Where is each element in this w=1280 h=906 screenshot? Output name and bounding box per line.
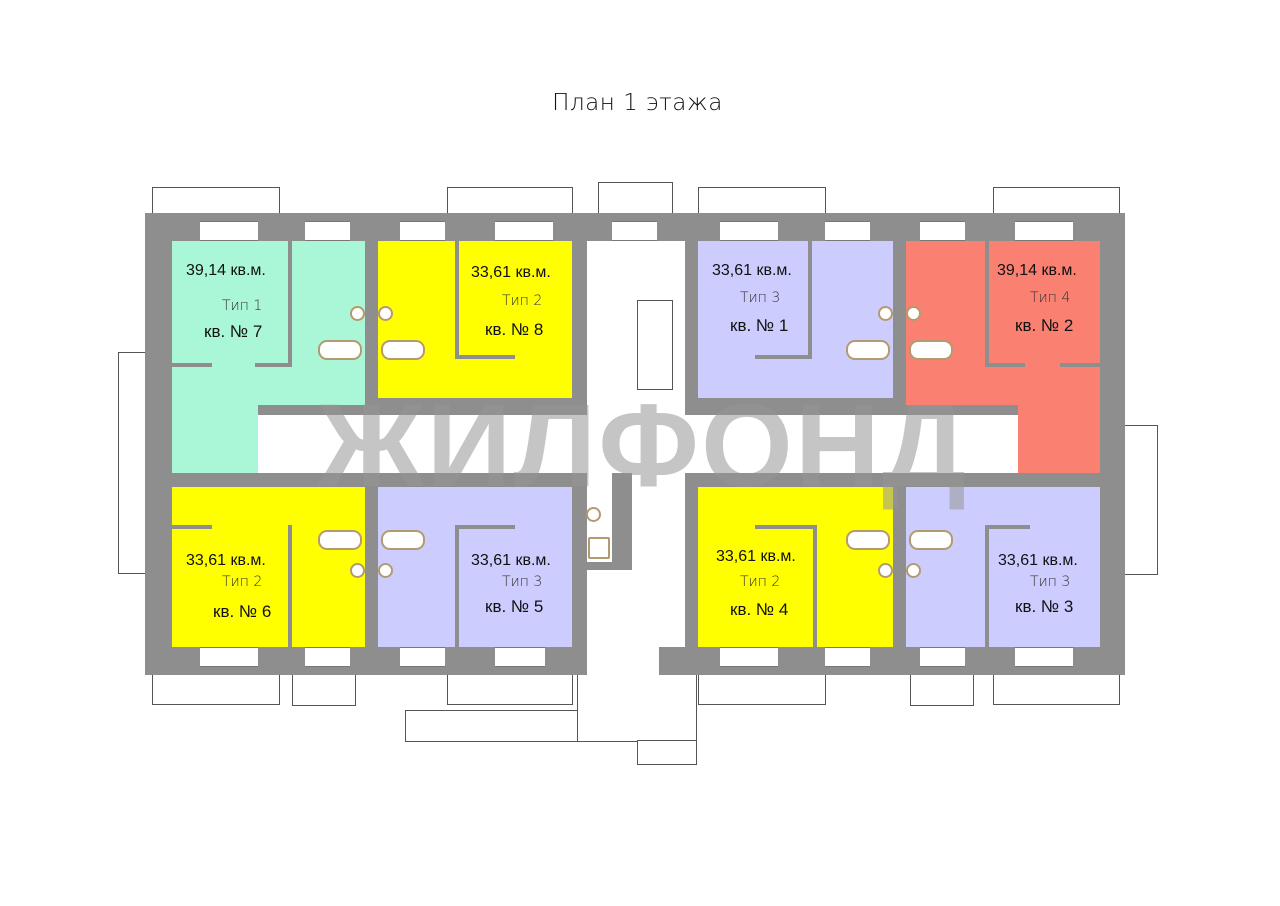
apartment-number: кв. № 3 (1015, 597, 1074, 616)
bathtub-icon (909, 340, 953, 360)
apartment-area: 33,61 кв.м. (998, 552, 1078, 569)
window (495, 647, 545, 667)
window (920, 221, 965, 241)
window (305, 221, 350, 241)
balcony (910, 673, 974, 706)
sink-icon (378, 306, 393, 321)
apartment-8[interactable] (378, 241, 572, 398)
apartment-number: кв. № 5 (485, 597, 544, 616)
window (720, 221, 778, 241)
balcony (698, 187, 826, 215)
porch-steps (637, 740, 697, 765)
apartment-area: 33,61 кв.м. (716, 548, 796, 565)
apartment-2[interactable] (906, 241, 1100, 405)
window (200, 647, 258, 667)
entrance-door-opening[interactable] (587, 647, 659, 675)
bathtub-icon (318, 340, 362, 360)
apartment-area: 33,61 кв.м. (712, 262, 792, 279)
apartment-number: кв. № 1 (730, 316, 789, 335)
apartment-area: 39,14 кв.м. (997, 262, 1077, 279)
bathtub-icon (318, 530, 362, 550)
sink-icon (906, 563, 921, 578)
window (612, 221, 657, 241)
balcony (152, 673, 280, 705)
apartment-number: кв. № 2 (1015, 316, 1074, 335)
apartment-1[interactable] (698, 241, 893, 398)
apartment-type: Тип 2 (502, 293, 543, 309)
apartment-6[interactable] (172, 487, 365, 647)
apartment-type: Тип 2 (222, 574, 263, 590)
apartment-area: 33,61 кв.м. (471, 552, 551, 569)
window (200, 221, 258, 241)
apartment-4[interactable] (698, 487, 893, 647)
bathtub-icon (909, 530, 953, 550)
balcony (698, 673, 826, 705)
bathtub-icon (381, 340, 425, 360)
window (1015, 221, 1073, 241)
sink-icon (878, 306, 893, 321)
apartment-number: кв. № 4 (730, 600, 789, 619)
balcony (993, 673, 1120, 705)
staircase (637, 300, 673, 390)
sink-icon (878, 563, 893, 578)
apartment-5[interactable] (378, 487, 572, 647)
apartment-type: Тип 4 (1030, 290, 1071, 306)
side-balcony (118, 352, 148, 574)
apartment-number: кв. № 6 (213, 602, 272, 621)
watermark: ЖИЛФОНД (318, 380, 969, 512)
balcony (447, 673, 573, 705)
window (305, 647, 350, 667)
sink-icon (378, 563, 393, 578)
window (720, 647, 778, 667)
porch-landing (577, 673, 697, 742)
window (495, 221, 553, 241)
bathtub-icon (846, 340, 890, 360)
sink-icon (906, 306, 921, 321)
window (920, 647, 965, 667)
apartment-type: Тип 3 (1030, 574, 1071, 590)
apartment-2-hall (1018, 405, 1100, 473)
balcony (447, 187, 573, 215)
window (400, 647, 445, 667)
apartment-area: 33,61 кв.м. (186, 552, 266, 569)
window (825, 221, 870, 241)
window (825, 647, 870, 667)
equipment-icon (588, 537, 610, 559)
apartment-area: 39,14 кв.м. (186, 262, 266, 279)
side-balcony (1122, 425, 1158, 575)
bathtub-icon (846, 530, 890, 550)
apartment-number: кв. № 7 (204, 322, 263, 341)
entrance-canopy (598, 182, 673, 215)
apartment-type: Тип 3 (502, 574, 543, 590)
common-corridor (258, 415, 1018, 473)
window (1015, 647, 1073, 667)
apartment-type: Тип 2 (740, 574, 781, 590)
apartment-area: 33,61 кв.м. (471, 264, 551, 281)
apartment-3[interactable] (906, 487, 1100, 647)
window (400, 221, 445, 241)
balcony (993, 187, 1120, 215)
apartment-type: Тип 3 (740, 290, 781, 306)
plan-title: План 1 этажа (552, 90, 723, 116)
bathtub-icon (381, 530, 425, 550)
apartment-number: кв. № 8 (485, 320, 544, 339)
apartment-7[interactable] (172, 241, 365, 405)
sink-icon (350, 563, 365, 578)
apartment-7-hall (172, 405, 258, 473)
sink-icon (586, 507, 601, 522)
balcony (152, 187, 280, 215)
sink-icon (350, 306, 365, 321)
balcony (292, 673, 356, 706)
apartment-type: Тип 1 (222, 298, 263, 314)
